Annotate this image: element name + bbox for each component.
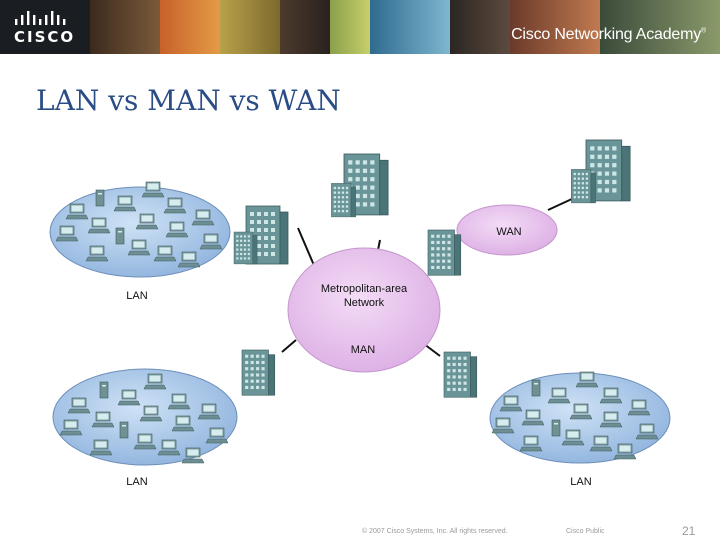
server-tower-icon	[99, 381, 109, 399]
header-banner: CISCO Cisco Networking Academy®	[0, 0, 720, 54]
buildings	[233, 139, 631, 398]
banner-photo-4	[280, 0, 330, 54]
academy-text: Cisco Networking Academy	[511, 26, 702, 43]
network-diagram	[49, 139, 671, 466]
server-tower-icon	[95, 189, 105, 207]
lan-label-bottom-right: LAN	[570, 476, 592, 488]
wan-label: WAN	[496, 226, 522, 238]
academy-mark: ®	[701, 27, 706, 35]
banner-photo-6	[370, 0, 450, 54]
man-label: MAN	[350, 344, 376, 356]
building-icon	[241, 349, 276, 396]
man-center-label-line2: Network	[343, 297, 385, 309]
banner-photo-1	[90, 0, 160, 54]
banner-photo-7	[450, 0, 510, 54]
cisco-logo-text: CISCO	[14, 28, 76, 46]
man-center-label: Metropolitan-area Network	[304, 282, 424, 310]
cisco-bridge-icon	[15, 11, 66, 25]
lan-label-bottom-left: LAN	[126, 476, 148, 488]
wan-bubble	[456, 204, 558, 256]
banner-photo-2	[160, 0, 220, 54]
banner-photo-9	[600, 0, 720, 54]
page-number: 21	[682, 524, 696, 538]
slide-title: LAN vs MAN vs WAN	[36, 84, 341, 117]
lan-top-left-cloud	[49, 186, 231, 278]
banner-photo-8	[510, 0, 600, 54]
building-icon	[233, 205, 289, 265]
building-icon	[331, 153, 389, 218]
building-icon	[571, 139, 631, 204]
banner-photo-5	[330, 0, 370, 54]
footer-copyright: © 2007 Cisco Systems, Inc. All rights re…	[362, 528, 508, 535]
server-tower-icon	[115, 227, 125, 245]
link-wan-remote	[547, 197, 575, 211]
man-bubble	[287, 247, 441, 373]
building-icon	[443, 351, 478, 398]
server-tower-icon	[119, 421, 129, 439]
cisco-logo[interactable]: CISCO	[12, 6, 76, 48]
link-tl-building	[297, 227, 317, 271]
server-tower-icon	[551, 419, 561, 437]
server-tower-icon	[531, 379, 541, 397]
footer-classification: Cisco Public	[566, 528, 605, 535]
academy-title: Cisco Networking Academy®	[511, 26, 706, 44]
lan-label-top-left: LAN	[126, 290, 148, 302]
link-bl-building	[281, 339, 297, 353]
building-icon	[427, 229, 462, 276]
man-center-label-line1: Metropolitan-area	[320, 283, 408, 295]
banner-photo-3	[220, 0, 280, 54]
